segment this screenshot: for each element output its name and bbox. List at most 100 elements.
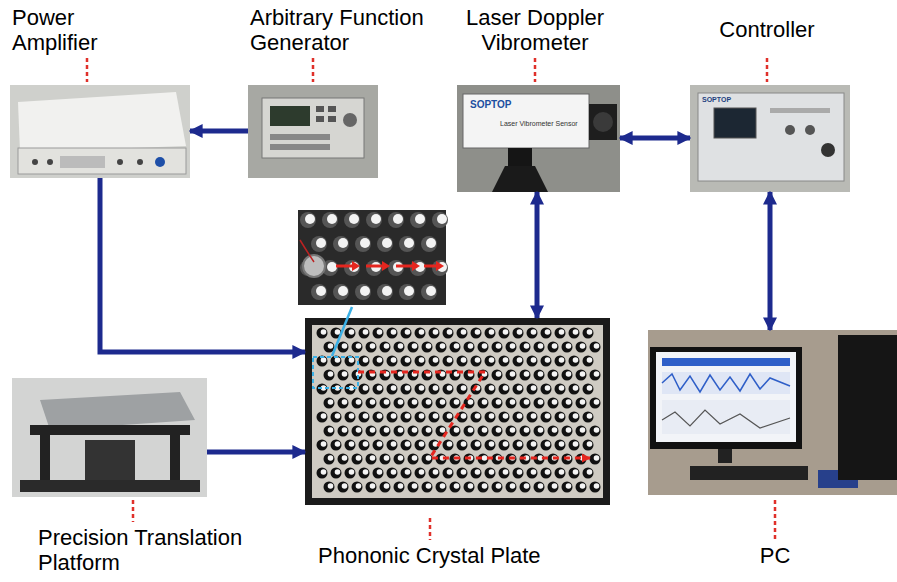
- signal-arrow: [100, 178, 305, 352]
- plate-cell: [534, 482, 545, 493]
- plate-cell: [415, 412, 426, 423]
- inset-cell: [316, 238, 326, 248]
- plate-cell: [415, 468, 426, 479]
- plate-cell: [580, 371, 586, 377]
- plate-cell: [387, 440, 398, 451]
- plate-cell: [429, 468, 440, 479]
- plate-cell: [531, 385, 537, 391]
- controller-photo: [821, 143, 835, 157]
- plate-cell: [517, 385, 523, 391]
- plate-cell: [499, 468, 510, 479]
- plate-cell: [489, 413, 495, 419]
- plate-cell: [331, 468, 342, 479]
- plate-cell: [370, 483, 376, 489]
- plate-cell: [443, 356, 454, 367]
- plate-cell: [503, 441, 509, 447]
- plate-cell: [510, 427, 516, 433]
- pc-photo: [838, 335, 897, 480]
- plate-cell: [569, 468, 580, 479]
- plate-cell: [513, 384, 524, 395]
- plate-cell: [506, 370, 517, 381]
- brand-label: Laser Vibrometer Sensor: [500, 120, 578, 127]
- red-tick: [766, 58, 769, 82]
- plate-cell: [471, 328, 482, 339]
- plate-cell: [335, 413, 341, 419]
- inset-cell: [421, 284, 437, 300]
- plate-cell: [447, 441, 453, 447]
- plate-cell: [590, 342, 601, 353]
- plate-cell: [590, 398, 601, 409]
- plate-cell: [527, 468, 538, 479]
- plate-cell: [464, 482, 475, 493]
- plate-cell: [349, 357, 355, 363]
- plate-cell: [541, 440, 552, 451]
- plate-cell: [401, 328, 412, 339]
- plate-cell: [380, 342, 391, 353]
- plate-cell: [328, 427, 334, 433]
- plate-cell: [328, 455, 334, 461]
- plate-cell: [485, 384, 496, 395]
- plate-cell: [527, 328, 538, 339]
- plate-cell: [545, 385, 551, 391]
- inset-cell: [333, 284, 349, 300]
- vibrometer-node: Laser Doppler Vibrometer: [457, 85, 620, 192]
- plate-cell: [506, 398, 517, 409]
- plate-cell: [363, 329, 369, 335]
- inset-cell: [404, 238, 414, 248]
- plate-cell: [352, 398, 363, 409]
- pc-node: PC: [648, 330, 897, 495]
- plate-cell: [408, 342, 419, 353]
- plate-cell: [419, 329, 425, 335]
- plate-cell: [482, 455, 488, 461]
- plate-cell: [387, 468, 398, 479]
- generator-photo: [316, 106, 324, 112]
- plate-cell: [576, 398, 587, 409]
- plate-cell: [576, 370, 587, 381]
- controller-photo: [698, 93, 844, 181]
- plate-cell: [499, 412, 510, 423]
- pc-photo: [662, 372, 790, 394]
- plate-cell: [587, 329, 593, 335]
- plate-cell: [394, 398, 405, 409]
- plate-cell: [555, 412, 566, 423]
- plate-cell: [394, 426, 405, 437]
- plate-cell: [513, 328, 524, 339]
- plate-cell: [440, 483, 446, 489]
- plate-cell: [415, 440, 426, 451]
- plate-cell: [317, 328, 601, 493]
- inset-cell: [410, 212, 426, 228]
- plate-cell: [447, 385, 453, 391]
- red-tick: [534, 58, 537, 82]
- plate-cell: [562, 342, 573, 353]
- plate-cell: [380, 426, 391, 437]
- plate-cell: [457, 328, 468, 339]
- plate-cell: [475, 441, 481, 447]
- plate-cell: [352, 426, 363, 437]
- plate-cell: [482, 427, 488, 433]
- plate-cell: [433, 413, 439, 419]
- plate-cell: [408, 482, 419, 493]
- plate-cell: [471, 440, 482, 451]
- plate-cell: [342, 343, 348, 349]
- plate-cell: [429, 356, 440, 367]
- plate-cell: [531, 357, 537, 363]
- device-caption: PC: [735, 544, 815, 569]
- inset-cell: [316, 286, 326, 296]
- platform-photo: [20, 480, 200, 492]
- plate-cell: [580, 483, 586, 489]
- plate-cell: [471, 412, 482, 423]
- plate-cell: [426, 455, 432, 461]
- plate-cell: [321, 329, 327, 335]
- plate-cell: [503, 385, 509, 391]
- zoom-inset-photo: [298, 210, 448, 305]
- inset-cell: [338, 238, 348, 248]
- plate-cell: [566, 371, 572, 377]
- plate-cell: [583, 328, 594, 339]
- zoom-box: [313, 357, 358, 388]
- inset-cell: [377, 284, 393, 300]
- plate-cell: [468, 483, 474, 489]
- plate-cell: [426, 483, 432, 489]
- brand-label: SOPTOP: [470, 99, 512, 110]
- plate-cell: [373, 384, 384, 395]
